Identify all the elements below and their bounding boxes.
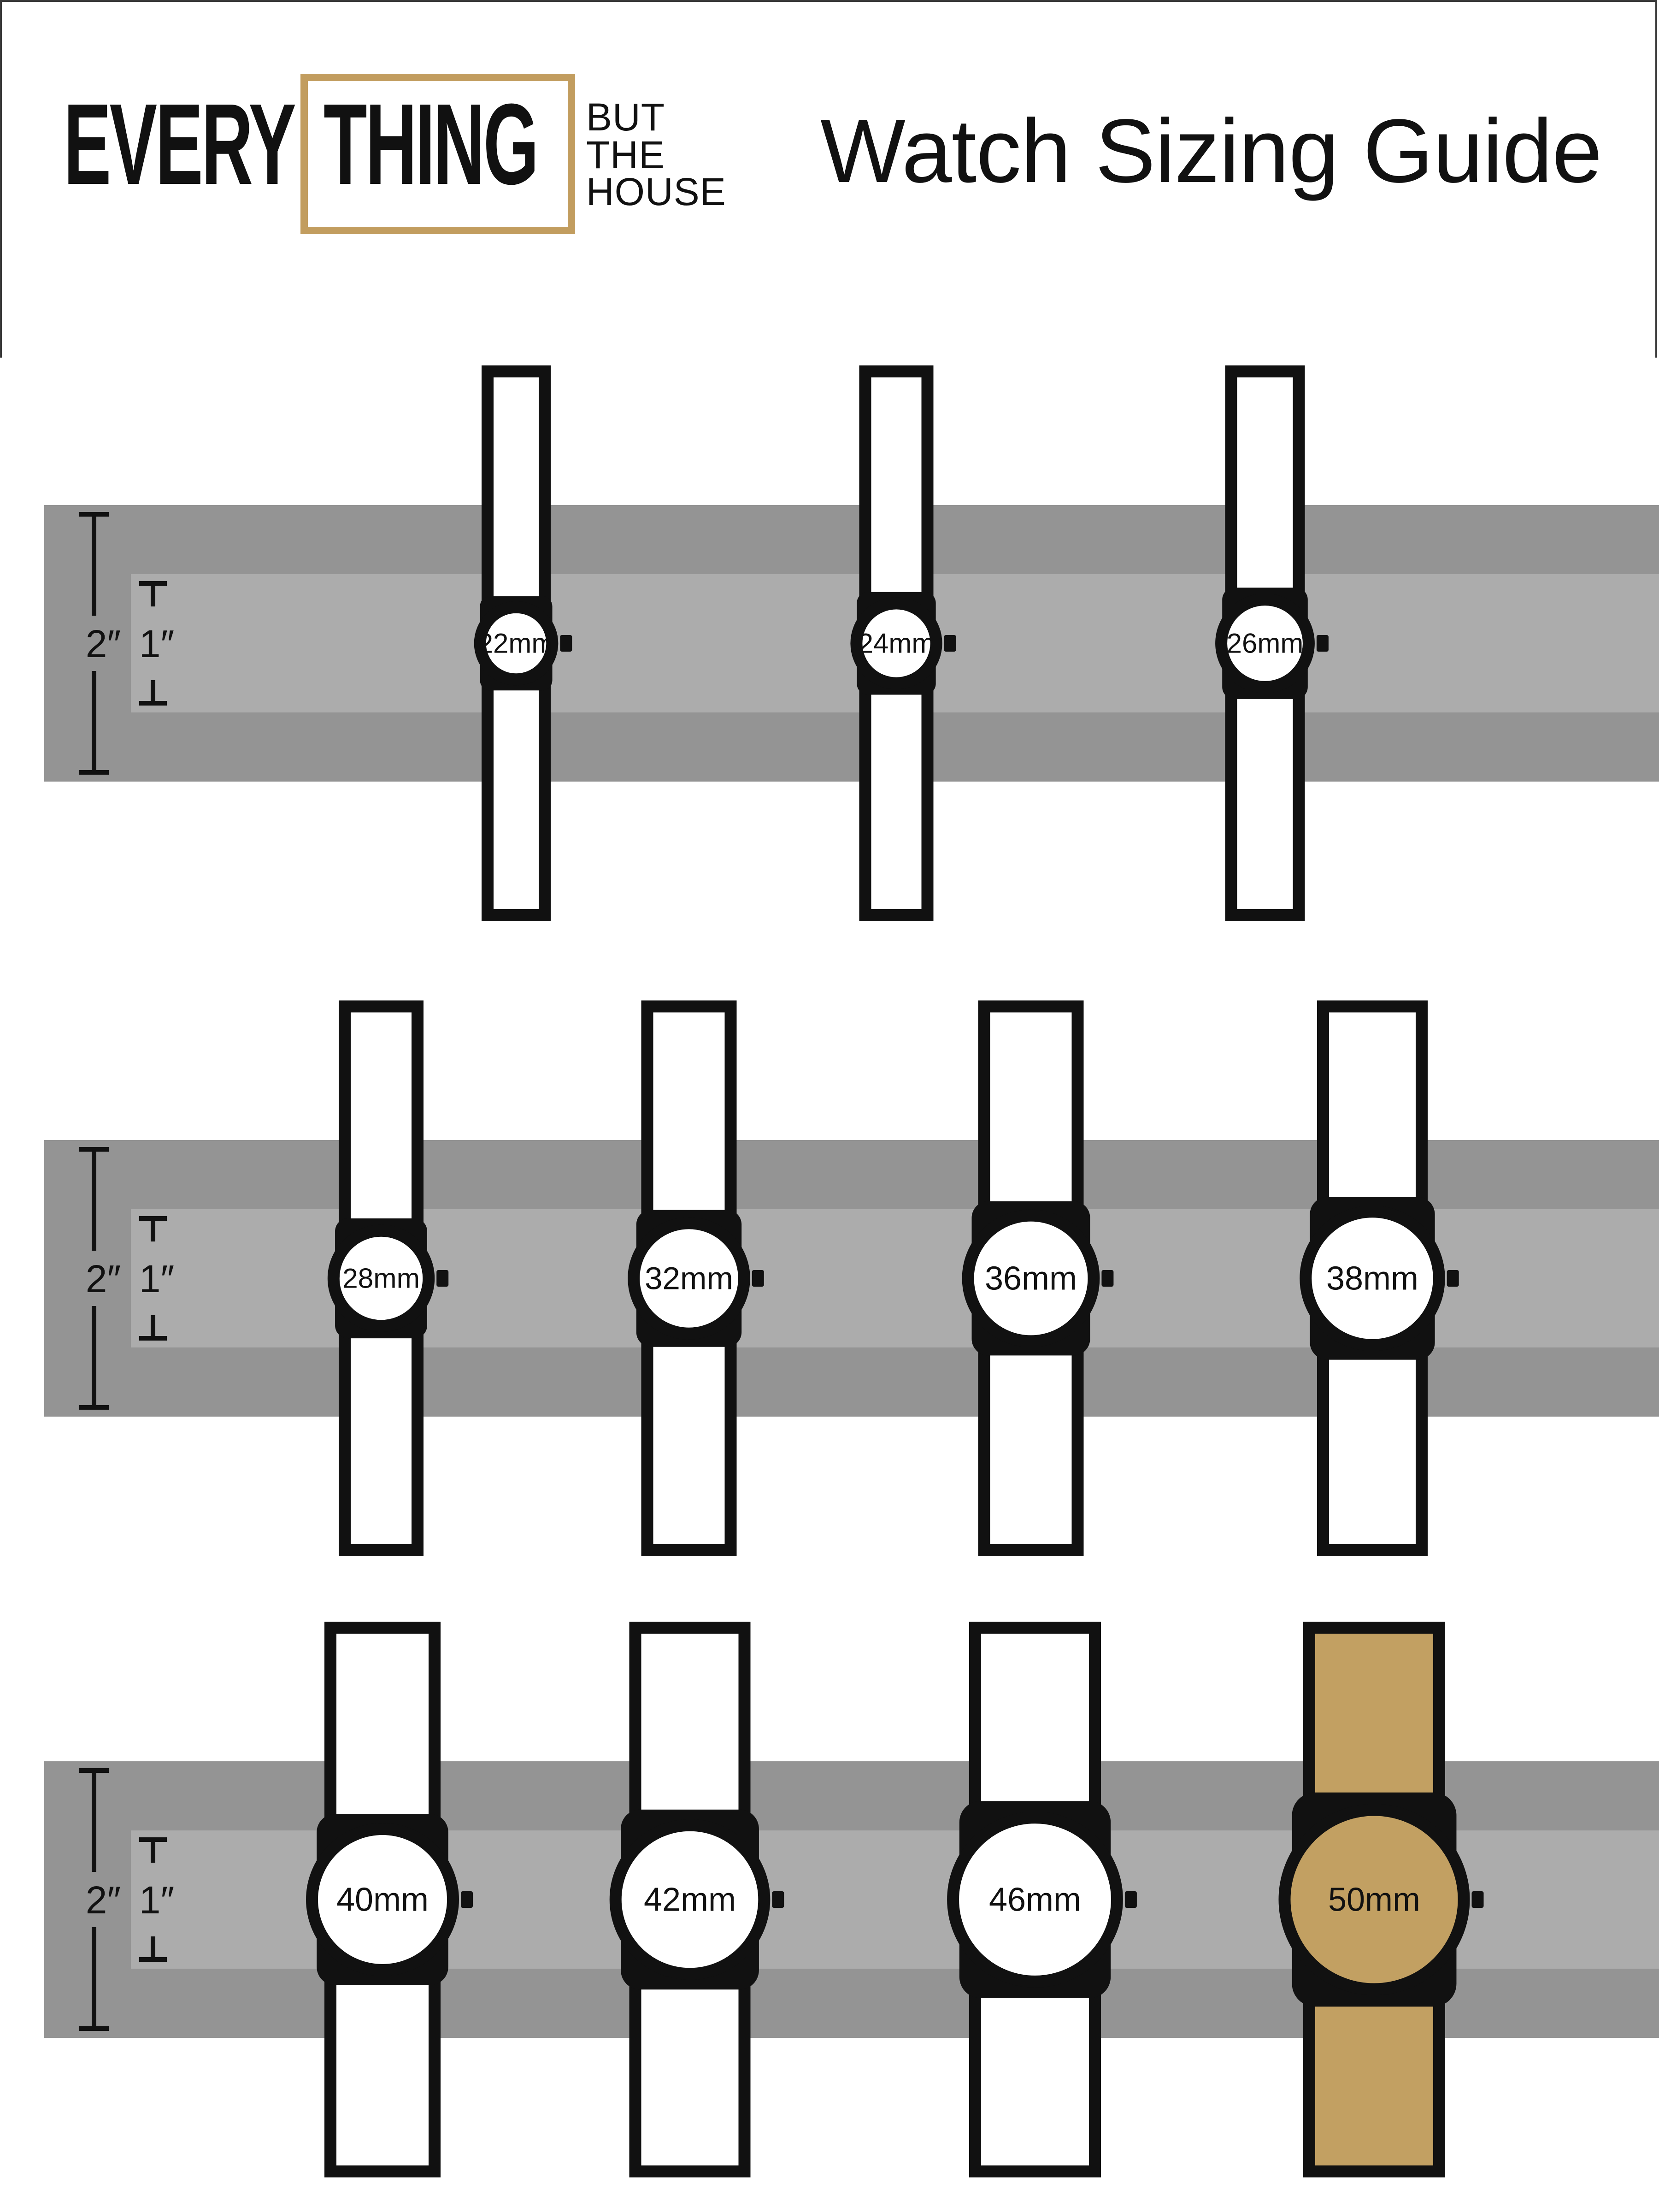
watch-crown [772,1891,784,1908]
watch-row-3: 2″ 1″ 40mm 42mm 46mm 50mm [44,1622,1659,2177]
watch-22mm: 22mm [474,365,572,921]
watch-50mm: 50mm [1278,1622,1484,2177]
watch-crown [1316,635,1329,652]
watch-crown [560,635,572,652]
logo-word-the: THE [586,133,665,176]
label-1-inch: 1″ [139,622,174,665]
watch-size-label: 26mm [1227,628,1304,659]
watch-size-label: 38mm [1326,1260,1418,1297]
watch-36mm: 36mm [962,1000,1114,1556]
watch-42mm: 42mm [609,1622,784,2177]
label-1-inch: 1″ [139,1878,174,1922]
watch-size-label: 32mm [645,1260,733,1296]
watch-size-label: 22mm [478,628,555,659]
watch-28mm: 28mm [327,1000,449,1556]
watch-crown [461,1891,473,1908]
watch-crown [1124,1891,1137,1908]
dimension-markers [79,512,167,775]
watch-size-label: 40mm [336,1881,429,1918]
logo-gold-frame [300,74,575,234]
label-2-inch: 2″ [86,1878,121,1922]
watch-38mm: 38mm [1300,1000,1459,1556]
watch-size-label: 28mm [342,1263,420,1294]
watch-24mm: 24mm [850,365,956,921]
label-2-inch: 2″ [86,1257,121,1300]
label-1-inch: 1″ [139,1257,174,1300]
watch-face [850,597,942,689]
watch-crown [1101,1270,1114,1287]
watch-32mm: 32mm [628,1000,764,1556]
watch-face [962,1209,1100,1347]
watch-crown [1471,1891,1484,1908]
watch-face [947,1812,1123,1988]
watch-face [327,1224,435,1332]
watch-crown [1447,1270,1459,1287]
watch-face [306,1823,459,1976]
watch-26mm: 26mm [1215,365,1329,921]
watch-crown [752,1270,764,1287]
watch-crown [944,635,956,652]
watch-size-label: 36mm [985,1260,1077,1297]
watch-size-label: 24mm [858,628,935,659]
label-2-inch: 2″ [86,622,121,665]
watch-size-label: 42mm [644,1881,736,1918]
watch-row-2: 2″ 1″ 28mm 32mm 36mm 38mm [44,1000,1659,1556]
watch-46mm: 46mm [947,1622,1137,2177]
dimension-markers [79,1147,167,1410]
page-title: Watch Sizing Guide [820,100,1602,201]
watch-face [1215,594,1315,693]
dimension-markers [79,1768,167,2031]
watch-face [609,1819,771,1980]
watch-face [474,601,559,686]
header [0,0,1657,358]
logo-word-house: HOUSE [586,170,726,213]
logo-word-thing: THING [324,80,539,208]
logo-word-every: EVERY [64,80,296,208]
watch-row-1: 2″ 1″ 22mm 24mm 26mm [44,365,1659,921]
watch-crown [436,1270,449,1287]
watch-face [1278,1804,1470,1995]
watch-size-label: 50mm [1328,1881,1420,1918]
watch-size-label: 46mm [989,1881,1081,1918]
logo-word-but: BUT [586,95,665,139]
watch-face [1300,1206,1445,1351]
watch-40mm: 40mm [306,1622,473,2177]
watch-face [628,1217,750,1340]
